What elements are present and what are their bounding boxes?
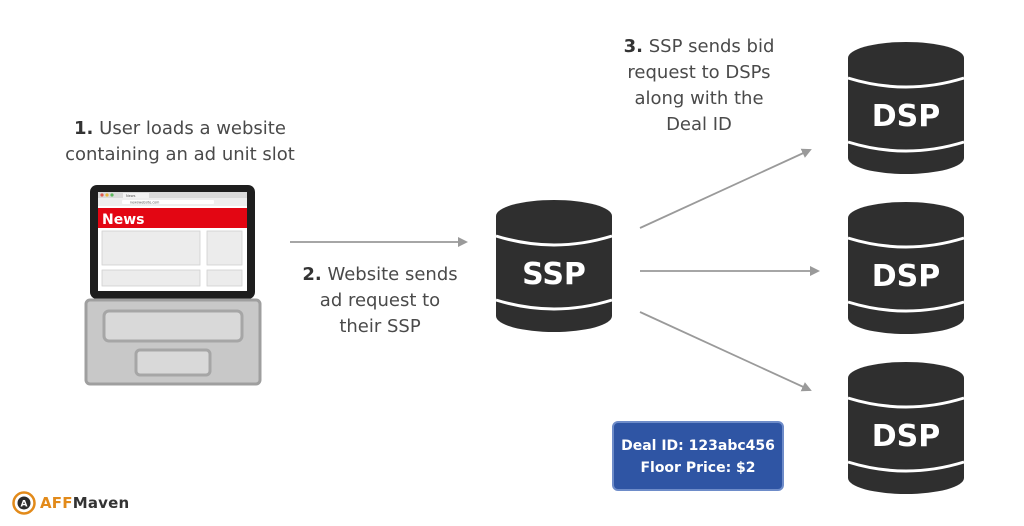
step3-line1: SSP sends bid	[648, 36, 775, 57]
brand-logo-icon: A	[12, 491, 36, 515]
dsp-database-icon-3: DSP	[847, 362, 965, 494]
step3-line2: request to DSPs	[627, 62, 771, 83]
dsp-label-1: DSP	[872, 99, 941, 134]
dsp-label-2: DSP	[872, 259, 941, 294]
ssp-label: SSP	[522, 257, 586, 292]
content-block-main	[101, 230, 201, 266]
step3-label: 3. SSP sends bid request to DSPs along w…	[590, 34, 808, 138]
brand-prefix: AFF	[40, 494, 73, 512]
dsp-label-3: DSP	[872, 419, 941, 454]
browser-minimize-dot	[105, 193, 109, 197]
brand-suffix: Maven	[72, 494, 130, 512]
step2-label: 2. Website sends ad request to their SSP	[282, 262, 478, 340]
laptop-icon: News newswebsite.com News	[84, 185, 262, 386]
step3-line3: along with the	[634, 88, 764, 109]
browser-close-dot	[100, 193, 104, 197]
deal-info-box: Deal ID: 123abc456 Floor Price: $2	[612, 421, 784, 491]
content-block-side	[206, 230, 243, 266]
step2-line3: their SSP	[339, 316, 421, 337]
ssp-database-icon: SSP	[495, 200, 613, 332]
content-block-lower-side	[206, 269, 243, 287]
deal-id: Deal ID: 123abc456	[621, 438, 775, 454]
svg-text:A: A	[21, 500, 28, 510]
browser-tab-title: News	[126, 194, 136, 198]
arrow-ssp-to-dsp-3	[639, 311, 812, 392]
laptop-keyboard	[102, 309, 244, 343]
floor-price: Floor Price: $2	[640, 460, 756, 476]
step1-line1: User loads a website	[99, 118, 286, 139]
step1-line2: containing an ad unit slot	[65, 144, 295, 165]
dsp-database-icon-1: DSP	[847, 42, 965, 174]
step3-number: 3.	[623, 36, 643, 57]
browser-address-bar	[122, 200, 214, 204]
laptop-touchpad	[134, 348, 212, 377]
news-banner-title: News	[102, 212, 144, 228]
step2-line2: ad request to	[319, 290, 441, 311]
brand-logo-text: AFFMaven	[40, 494, 129, 512]
brand-logo: A AFFMaven	[12, 491, 129, 515]
browser-tabbar	[98, 192, 247, 198]
news-banner	[98, 208, 247, 228]
step2-line1: Website sends	[327, 264, 458, 285]
content-block-lower	[101, 269, 201, 287]
step1-number: 1.	[74, 118, 94, 139]
browser-url: newswebsite.com	[130, 200, 159, 204]
browser-tab	[123, 193, 149, 198]
dsp-database-icon-2: DSP	[847, 202, 965, 334]
arrow-ssp-to-dsp-1	[639, 148, 812, 229]
step1-label: 1. User loads a website containing an ad…	[30, 116, 330, 168]
step3-line4: Deal ID	[666, 114, 732, 135]
step2-number: 2.	[302, 264, 322, 285]
browser-maximize-dot	[110, 193, 114, 197]
